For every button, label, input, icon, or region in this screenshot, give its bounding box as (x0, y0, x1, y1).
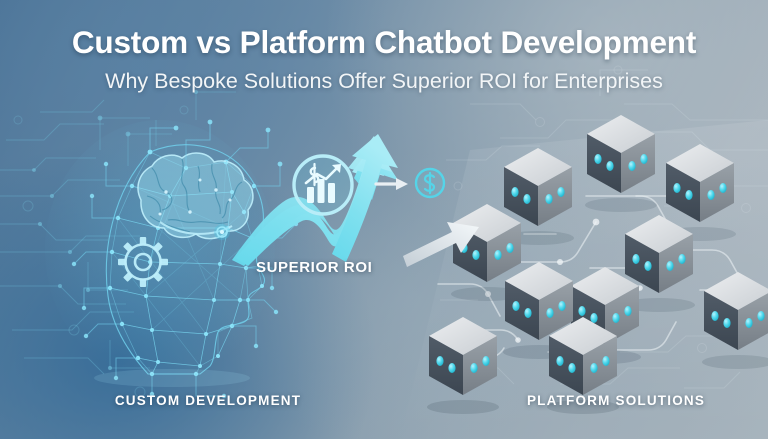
cube-eye-dots (578, 306, 632, 323)
brain-icon (137, 152, 254, 240)
cube-node (702, 272, 768, 369)
cube-eye-dots (673, 183, 727, 200)
gear-icon (118, 237, 168, 287)
superior-roi-label: SUPERIOR ROI (256, 259, 373, 276)
right-arrow-icon (374, 178, 408, 190)
cube-node (569, 267, 641, 364)
cube-node (427, 317, 499, 414)
page-title: Custom vs Platform Chatbot Development (71, 24, 697, 60)
cube-eye-dots (436, 356, 490, 373)
sensor-node-icon (214, 224, 230, 240)
cube-eye-dots (511, 187, 565, 204)
cube-connector-nodes (485, 218, 671, 343)
cube-node (585, 115, 657, 212)
cube-eye-dots (512, 301, 566, 318)
growth-chart-dollar-icon (292, 154, 354, 216)
cube-eye-dots (632, 254, 686, 271)
page-subtitle: Why Bespoke Solutions Offer Superior ROI… (105, 69, 663, 93)
cube-node (623, 215, 695, 312)
cube-eye-dots (594, 154, 648, 171)
cube-eye-dots (556, 356, 610, 373)
head-outline (105, 144, 266, 375)
brain-nodes (158, 178, 232, 216)
cube-eye-dots (711, 311, 765, 328)
upward-growth-arrow (232, 134, 398, 266)
dollar-coin-icon (414, 167, 446, 199)
head-circuit-traces (73, 122, 297, 397)
caption-platform-solutions: PLATFORM SOLUTIONS (526, 393, 706, 408)
caption-custom-development: CUSTOM DEVELOPMENT (114, 393, 302, 408)
dollar-sign-glyph (309, 162, 320, 187)
diagonal-scale-arrow-icon (403, 222, 479, 267)
cube-node (547, 317, 619, 414)
